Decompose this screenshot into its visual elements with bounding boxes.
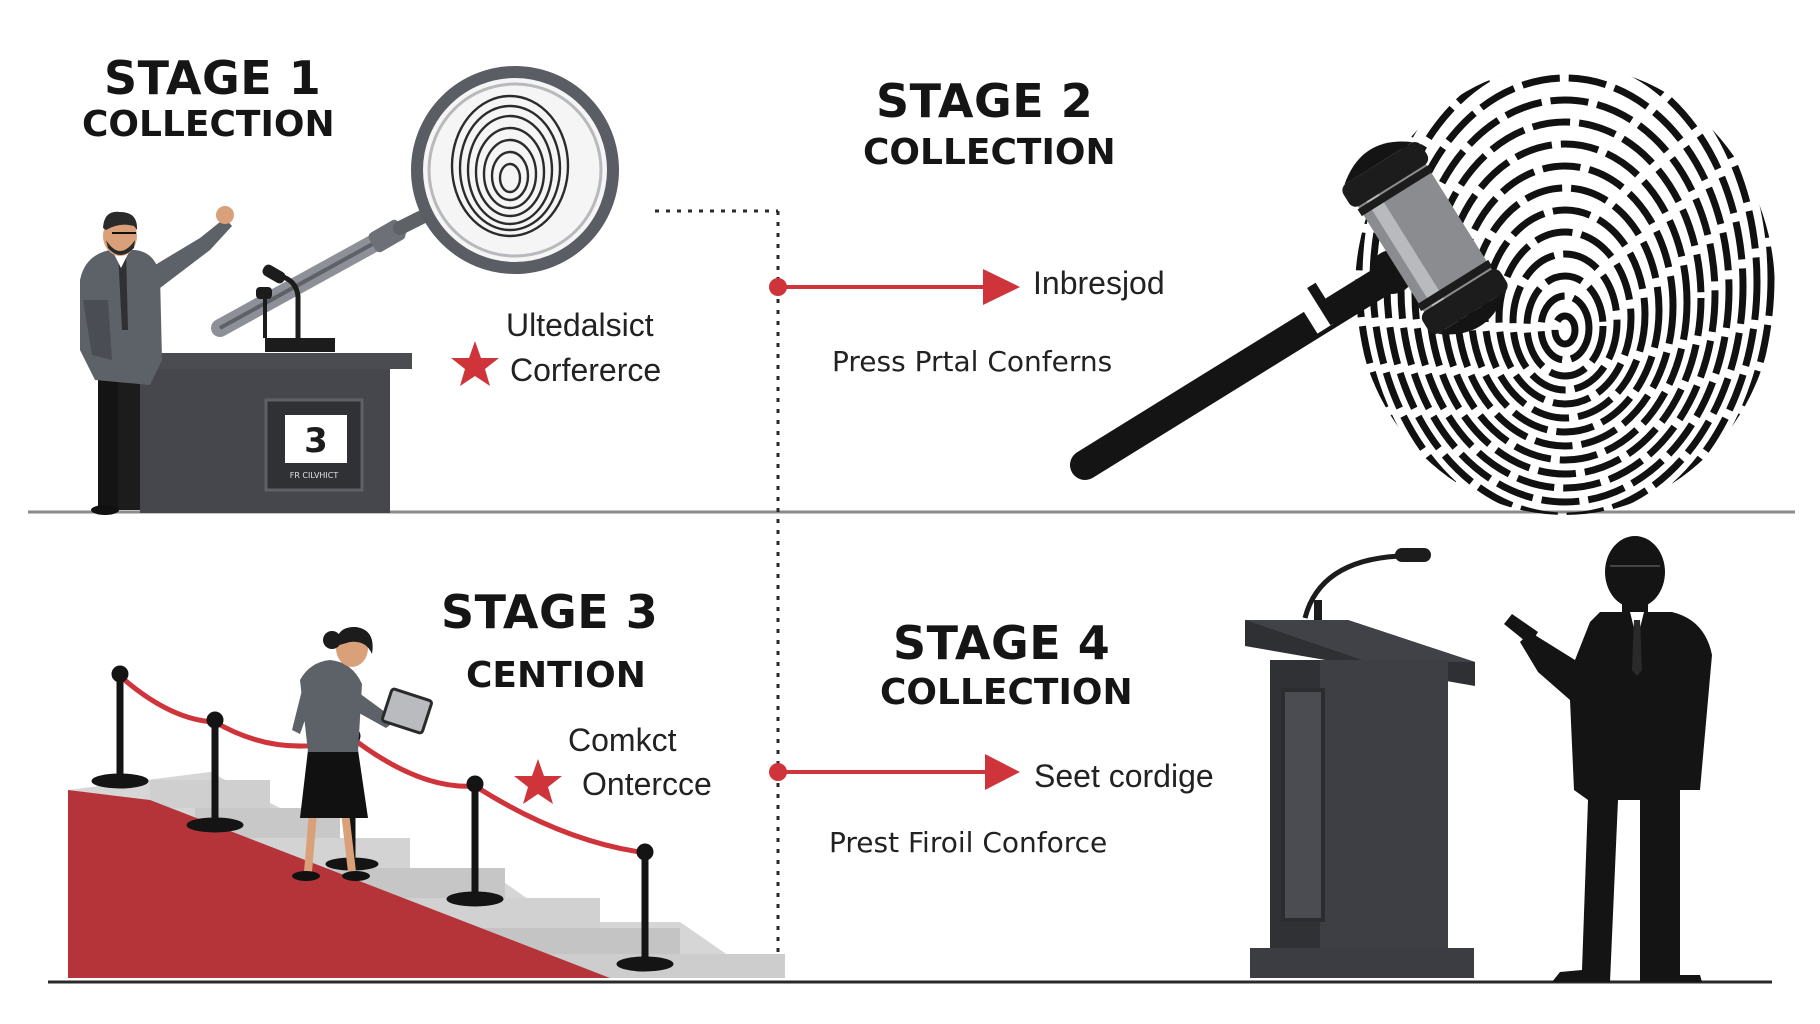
stage2-arrow-label: Inbresjod <box>1033 265 1165 301</box>
podium-sign-text: FR CILVHICT <box>290 471 339 480</box>
stage3-title: STAGE 3 <box>441 585 659 639</box>
star-icon <box>514 759 562 804</box>
podium-sign-number: 3 <box>304 421 328 461</box>
woman-figure-stage3 <box>292 626 433 881</box>
podium-icon <box>1245 548 1475 978</box>
stage2-arrow <box>769 269 1020 305</box>
stage2-caption: Press Prtal Conferns <box>832 345 1113 378</box>
stage3-subtitle: CENTION <box>466 655 646 696</box>
stage1-label-1: Ultedalsict <box>506 307 654 343</box>
red-carpet <box>68 790 610 978</box>
star-icon <box>451 341 499 386</box>
stage4-arrow <box>769 754 1020 790</box>
stage4-arrow-label: Seet cordige <box>1034 758 1214 794</box>
stage4-caption: Prest Firoil Conforce <box>829 826 1108 859</box>
magnifier-fingerprint-icon <box>211 66 619 337</box>
speaker-figure-stage1 <box>80 206 234 515</box>
stage1-label-2: Corferercе <box>510 352 662 388</box>
stage1-title: STAGE 1 <box>104 51 322 105</box>
gavel-icon <box>1070 141 1508 480</box>
stage4-title: STAGE 4 <box>893 616 1111 670</box>
podium-icon: 3 FR CILVHICT <box>130 353 412 513</box>
stage3-label-2: Ontercce <box>582 766 712 802</box>
stage2-title: STAGE 2 <box>876 74 1094 128</box>
speaker-silhouette-icon <box>1504 536 1712 982</box>
stage1-subtitle: COLLECTION <box>82 104 335 145</box>
tablet-icon <box>381 687 433 735</box>
stage2-subtitle: COLLECTION <box>863 132 1116 173</box>
microphone-icon <box>256 264 335 352</box>
stage4-subtitle: COLLECTION <box>880 672 1133 713</box>
stage3-label-1: Comkct <box>568 722 677 758</box>
